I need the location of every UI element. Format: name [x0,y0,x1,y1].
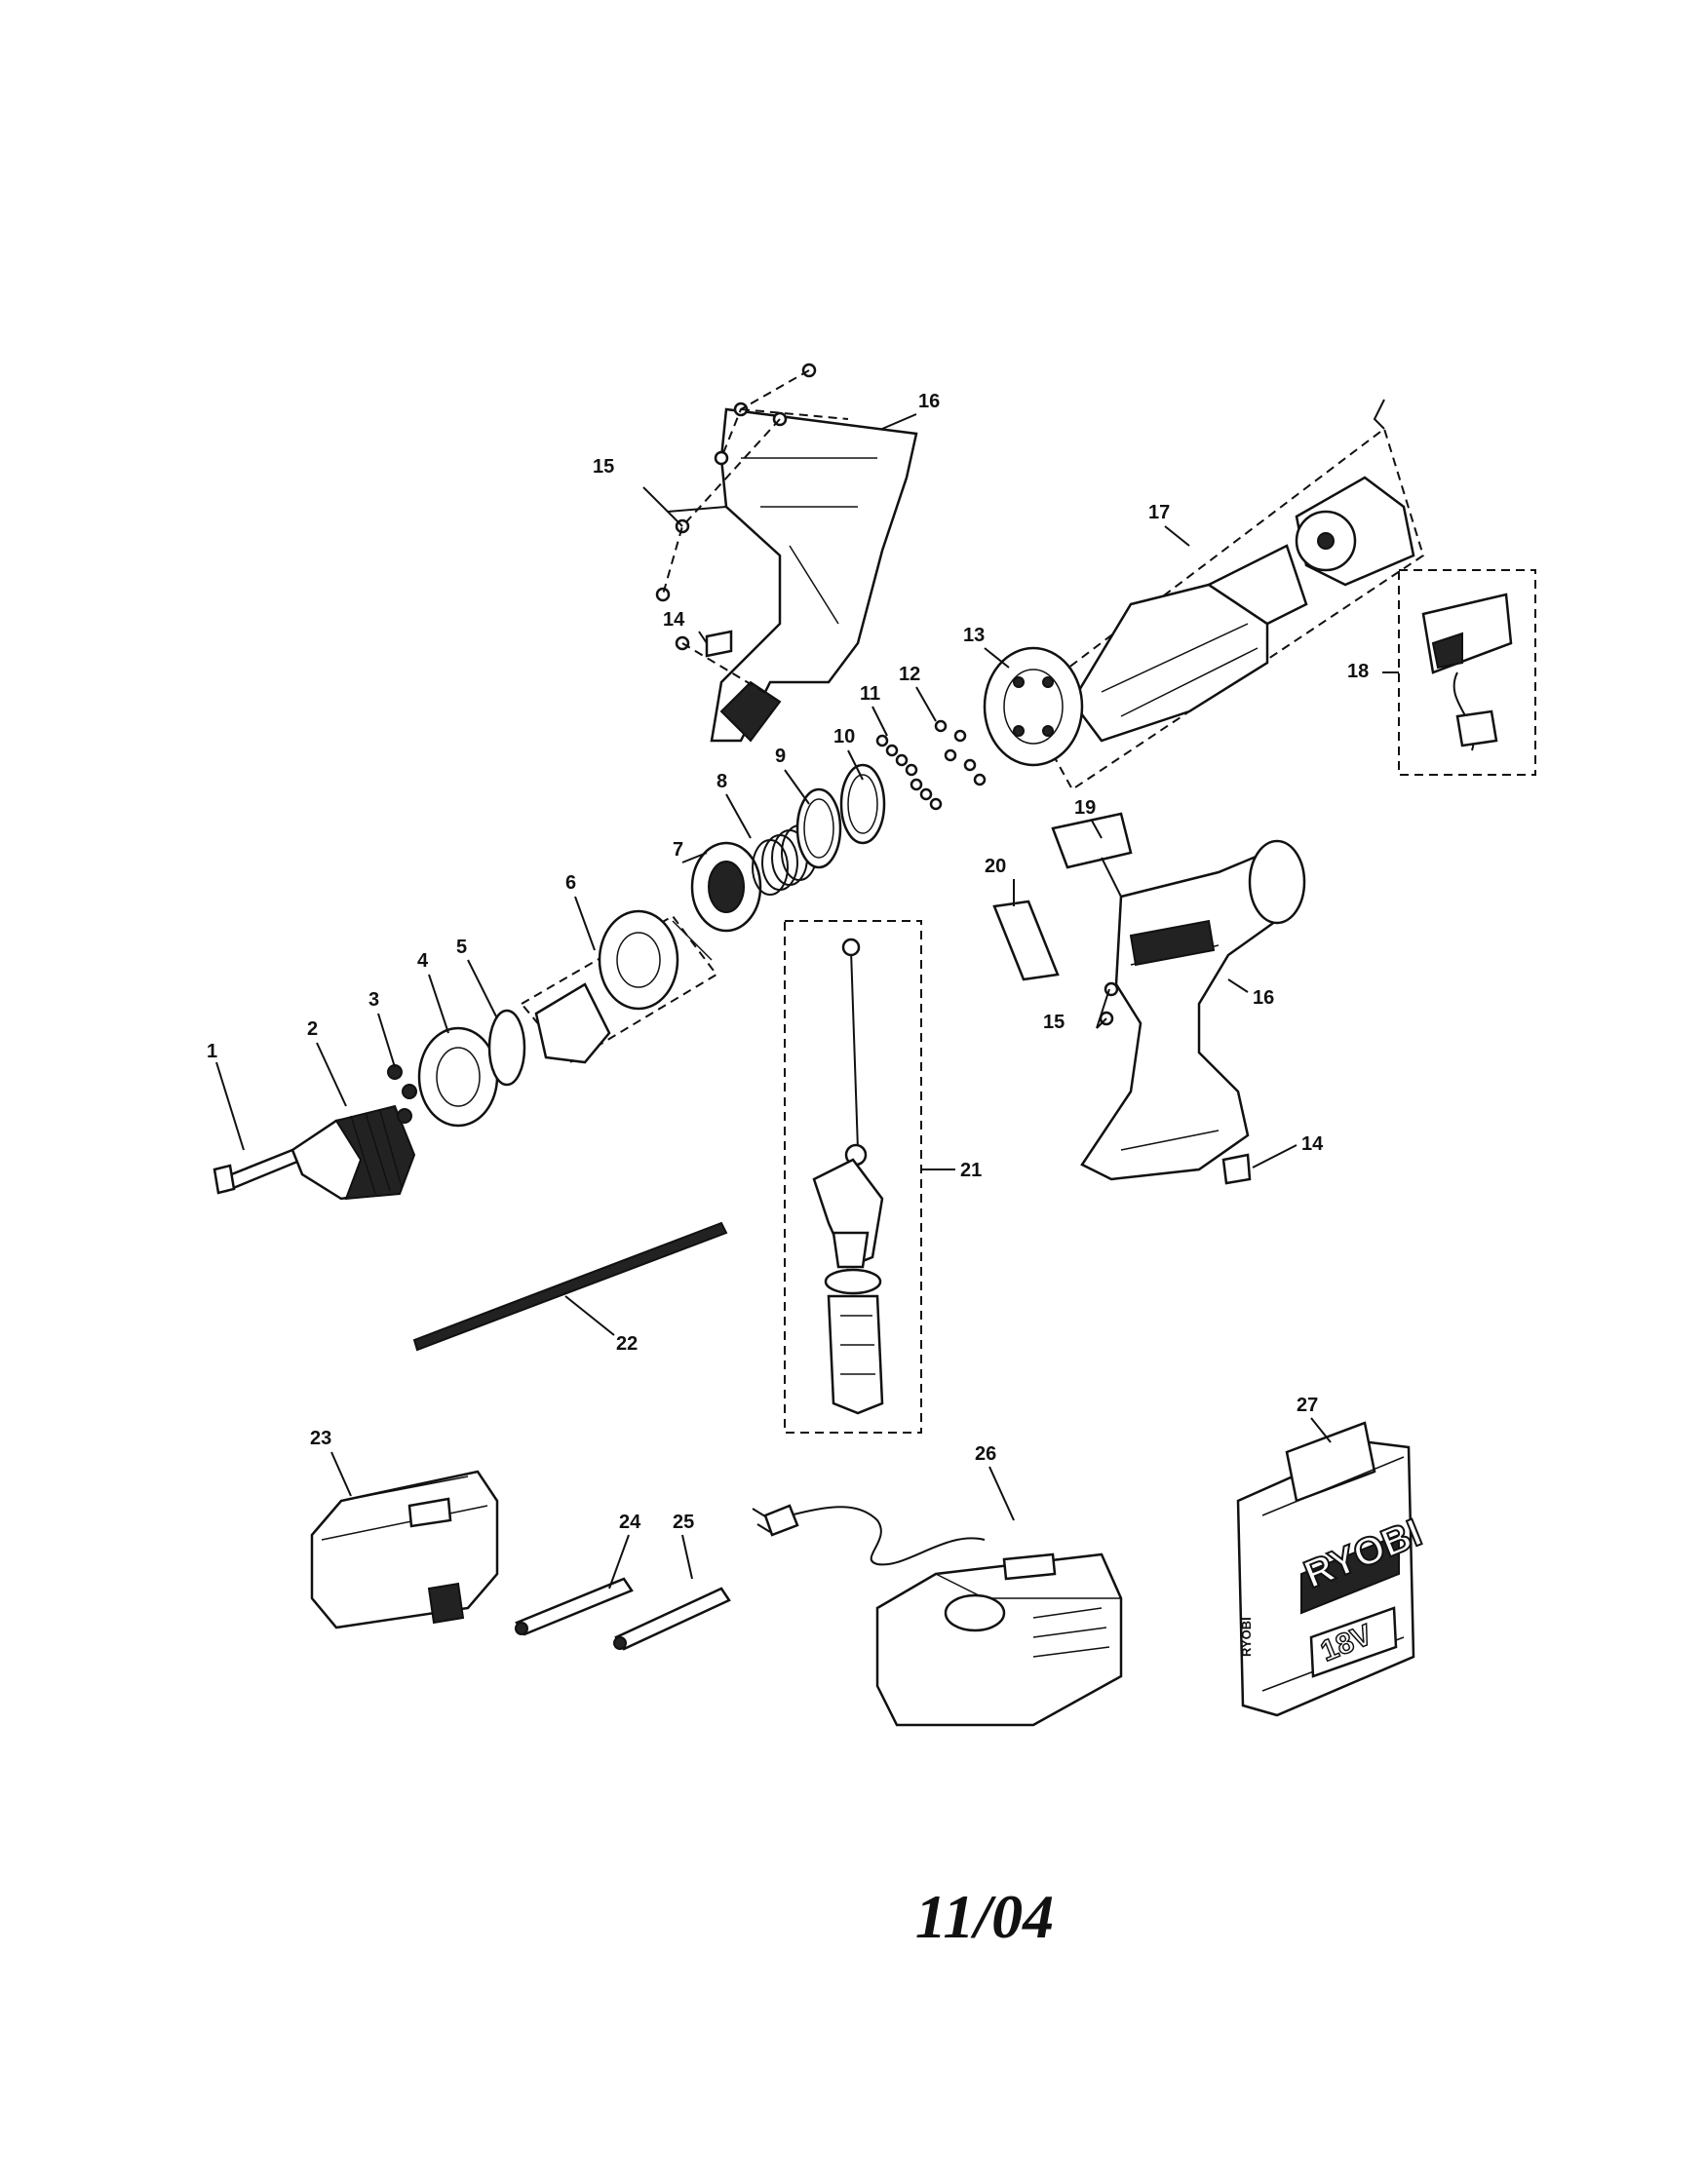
switch-clip-14-top [705,630,733,658]
housing-half-16 [655,363,918,743]
washer-10 [839,763,886,845]
label-18: 18 [1347,661,1369,682]
label-7: 7 [673,839,683,861]
ring-gear-7 [690,841,762,933]
label-11: 11 [860,683,880,705]
label-16-second-view: 16 [1253,987,1274,1009]
clip-14-second-view [1221,1153,1252,1185]
bit-25 [613,1587,731,1651]
label-10: 10 [833,726,855,747]
balls-11 [875,734,943,811]
label-4: 4 [417,950,429,972]
label-15-second-view: 15 [1043,1012,1065,1033]
switch-assembly-18 [1398,569,1536,776]
case-side-text: RYOBI [1239,1617,1254,1657]
label-9: 9 [775,746,786,767]
washer-9 [795,787,842,869]
label-25: 25 [673,1512,694,1533]
charger-26 [752,1504,1123,1727]
label-19: 19 [1074,797,1096,819]
label-12: 12 [899,664,920,685]
label-26: 26 [975,1443,996,1465]
chuck-screw-1 [213,1148,299,1195]
chuck-2 [290,1104,416,1201]
nuts-3 [387,1064,417,1124]
label-24: 24 [619,1512,641,1533]
carrying-case-27: RYOBI 18V RYOBI [1236,1421,1428,1717]
side-handle-21 [784,920,922,1434]
spindle-gear-4 [417,1026,499,1128]
label-1: 1 [207,1041,217,1062]
label-27: 27 [1297,1395,1318,1416]
label-14-second-view: 14 [1301,1133,1324,1155]
pins-12 [934,719,987,786]
drive-train [213,646,1084,1201]
label-3: 3 [368,989,379,1011]
bit-24 [515,1577,634,1636]
part-19 [1051,812,1133,898]
date-code: 11/04 [914,1882,1055,1951]
leader-lines [215,413,1399,1590]
label-14: 14 [663,609,685,631]
label-17: 17 [1148,502,1170,523]
label-21: 21 [960,1160,982,1181]
clutch-housing-13 [983,646,1084,767]
label-6: 6 [565,872,576,894]
motor-assembly-17 [1022,399,1425,791]
label-16: 16 [918,391,940,412]
label-8: 8 [716,771,727,792]
label-5: 5 [456,937,467,958]
label-13: 13 [963,625,985,646]
label-20: 20 [985,856,1006,877]
label-15: 15 [593,456,614,478]
depth-rod-22 [412,1221,728,1352]
part-20 [992,900,1060,981]
ring-5 [487,1009,526,1087]
gear-housing-6 [520,909,718,1064]
label-2: 2 [307,1018,318,1040]
label-22: 22 [616,1333,638,1355]
label-23: 23 [310,1428,331,1449]
battery-23 [310,1470,499,1629]
part-number-labels: 1 2 3 4 5 6 7 8 9 10 11 12 13 14 15 16 1… [207,391,1369,1533]
